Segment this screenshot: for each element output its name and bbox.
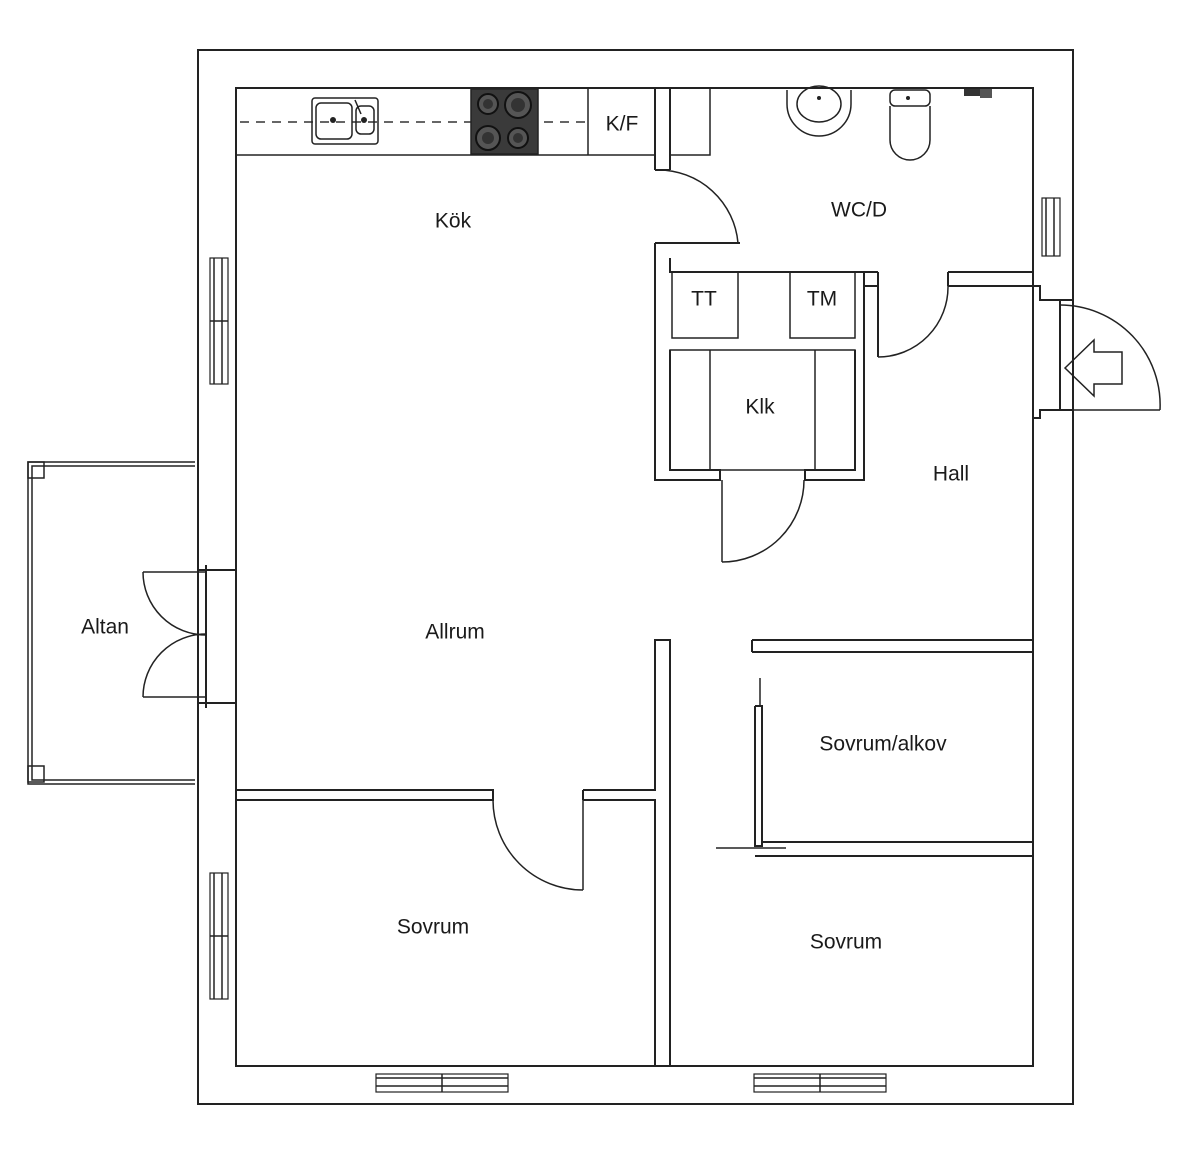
label-kf: K/F [606, 113, 639, 136]
room-labels: Kök K/F WC/D TT TM Klk Hall Altan Allrum… [81, 113, 969, 954]
door-bedroom-left [492, 799, 584, 891]
label-sovrum-alkov: Sovrum/alkov [819, 733, 947, 756]
label-altan: Altan [81, 616, 129, 639]
doors [142, 169, 1161, 891]
outer-walls [197, 49, 1074, 1105]
door-kitchen-bath [657, 169, 739, 244]
stove-icon [470, 88, 539, 155]
label-sovrum-left: Sovrum [397, 916, 469, 939]
window-bathroom [1041, 197, 1061, 257]
label-tt: TT [691, 288, 717, 311]
faucet-icon [964, 89, 992, 98]
label-allrum: Allrum [425, 621, 485, 644]
window-bottom-right [753, 1073, 887, 1093]
window-bottom-left [375, 1073, 509, 1093]
label-sovrum-right: Sovrum [810, 931, 882, 954]
label-kok: Kök [435, 210, 472, 233]
appliance-units [671, 271, 856, 339]
window-bedroom-left [209, 872, 229, 1000]
windows [209, 197, 1061, 1093]
door-altan [142, 571, 207, 698]
label-tm: TM [807, 288, 837, 311]
door-closet [721, 479, 805, 563]
label-wcd: WC/D [831, 199, 887, 222]
door-bath-hall [877, 285, 949, 358]
door-entrance [1059, 304, 1161, 411]
terrace [27, 461, 195, 785]
label-klk: Klk [745, 396, 775, 419]
label-hall: Hall [933, 463, 969, 486]
washbasin-icon [786, 85, 852, 137]
window-kitchen-left [209, 257, 229, 385]
interior-walls [198, 87, 1073, 1066]
sink-icon [311, 97, 379, 145]
closet [669, 349, 856, 471]
toilet-icon [889, 89, 931, 161]
kitchen-counter [235, 87, 656, 156]
